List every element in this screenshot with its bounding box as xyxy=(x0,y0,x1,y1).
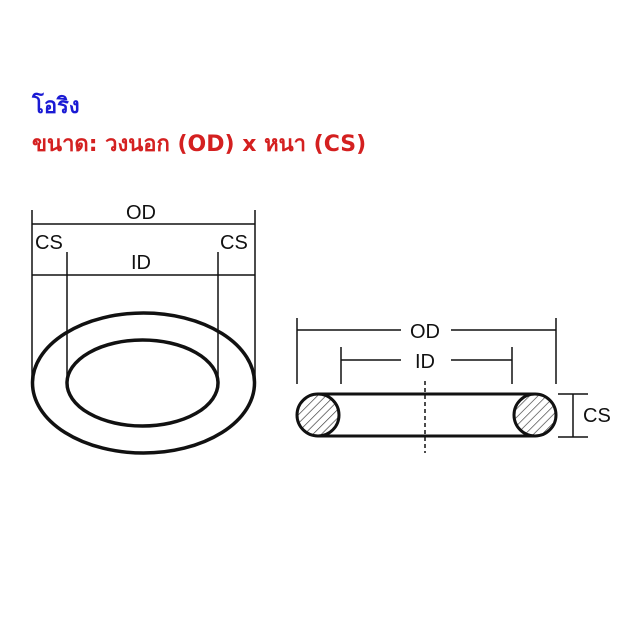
left-cross-section xyxy=(295,392,341,438)
side-od-label: OD xyxy=(410,321,440,343)
top-cs-right-label: CS xyxy=(220,232,248,254)
top-od-label: OD xyxy=(126,202,156,224)
top-cs-left-label: CS xyxy=(35,232,63,254)
top-id-label: ID xyxy=(131,252,151,274)
side-cs-label: CS xyxy=(583,405,611,427)
size-subtitle: ขนาด: วงนอก (OD) x หนา (CS) xyxy=(32,132,367,157)
top-view xyxy=(30,210,257,455)
outer-ring-ellipse xyxy=(30,311,257,455)
side-id-label: ID xyxy=(415,351,435,373)
right-cross-section xyxy=(512,392,558,438)
inner-ring-ellipse xyxy=(65,338,220,428)
page-title: โอริง xyxy=(32,94,80,119)
side-view xyxy=(295,318,588,453)
